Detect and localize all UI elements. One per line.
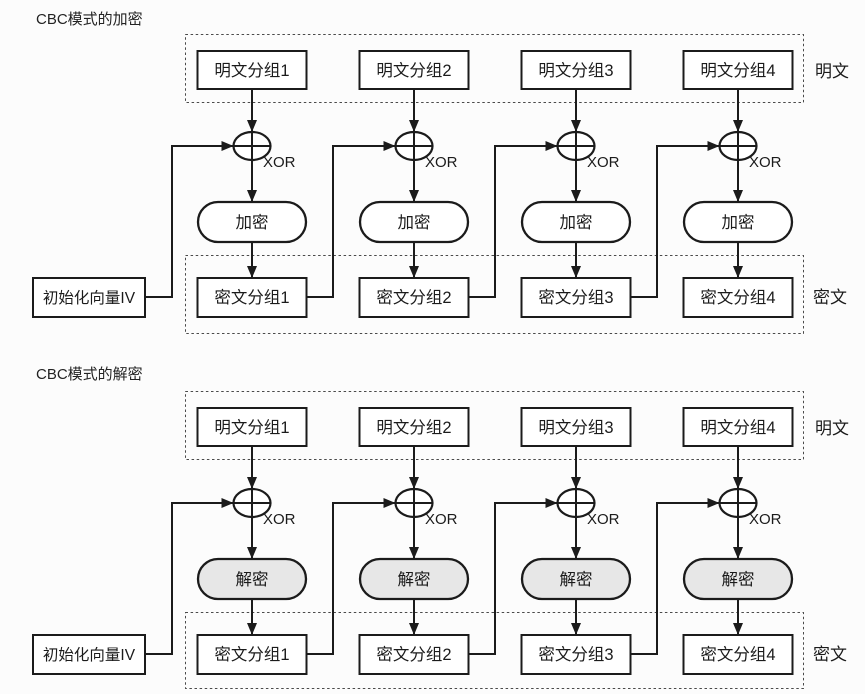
plaintext-block-box [682, 407, 794, 447]
ciphertext-block-box [520, 634, 632, 675]
xor-label: XOR [263, 511, 296, 528]
encrypt-operation-label: 加密 [722, 213, 755, 232]
ciphertext-block-label: 密文分组4 [700, 645, 775, 664]
chain-feedback-arrow [630, 498, 720, 655]
iv-feedback-arrow [145, 141, 234, 298]
decrypt-operation-label: 解密 [722, 570, 755, 589]
decrypt-operation-label: 解密 [236, 570, 269, 589]
iv-box [32, 634, 146, 675]
cbc-decryption-diagram: CBC模式的解密 明文 密文 初始化向量IV 明文分组1 XOR 解密 密文分组… [32, 366, 849, 689]
iv-label: 初始化向量IV [43, 289, 136, 307]
decryption-column-2: 明文分组2 XOR 解密 密文分组2 [358, 407, 558, 675]
cbc-encryption-diagram: CBC模式的加密 明文 密文 初始化向量IV 明文分组1 XOR 加密 密文分组… [32, 11, 849, 334]
ciphertext-block-box [520, 277, 632, 318]
xor-label: XOR [587, 511, 620, 528]
iv-label: 初始化向量IV [43, 646, 136, 664]
plaintext-block-box [682, 50, 794, 90]
encryption-title: CBC模式的加密 [36, 11, 143, 28]
ciphertext-group-label: 密文 [813, 288, 847, 307]
decryption-column-4: 明文分组4 XOR 解密 密文分组4 [682, 407, 794, 675]
ciphertext-block-box [358, 277, 470, 318]
ciphertext-block-label: 密文分组1 [214, 288, 289, 307]
xor-label: XOR [749, 154, 782, 171]
plaintext-block-label: 明文分组2 [376, 418, 451, 437]
plaintext-block-label: 明文分组3 [538, 61, 613, 80]
chain-feedback-arrow [630, 141, 720, 298]
chain-feedback-arrow [306, 498, 396, 655]
ciphertext-block-label: 密文分组1 [214, 645, 289, 664]
xor-label: XOR [263, 154, 296, 171]
xor-label: XOR [749, 511, 782, 528]
iv-box [32, 277, 146, 318]
encryption-column-1: 明文分组1 XOR 加密 密文分组1 [196, 50, 396, 318]
encrypt-operation-label: 加密 [236, 213, 269, 232]
decrypt-operation-label: 解密 [398, 570, 431, 589]
decryption-column-1: 明文分组1 XOR 解密 密文分组1 [196, 407, 396, 675]
plaintext-block-label: 明文分组4 [700, 61, 775, 80]
encrypt-operation-label: 加密 [560, 213, 593, 232]
plaintext-block-label: 明文分组1 [214, 418, 289, 437]
chain-feedback-arrow [468, 498, 558, 655]
encryption-column-4: 明文分组4 XOR 加密 密文分组4 [682, 50, 794, 318]
decrypt-operation-label: 解密 [560, 570, 593, 589]
chain-feedback-arrow [468, 141, 558, 298]
xor-label: XOR [425, 154, 458, 171]
xor-label: XOR [425, 511, 458, 528]
ciphertext-block-label: 密文分组2 [376, 645, 451, 664]
plaintext-block-label: 明文分组1 [214, 61, 289, 80]
ciphertext-group-border [185, 255, 804, 334]
ciphertext-block-box [196, 634, 308, 675]
iv-feedback-arrow [145, 498, 234, 655]
plaintext-block-box [196, 50, 308, 90]
decryption-title: CBC模式的解密 [36, 366, 143, 383]
ciphertext-block-box [682, 634, 794, 675]
plaintext-group-label: 明文 [815, 62, 849, 81]
plaintext-block-box [520, 50, 632, 90]
plaintext-block-box [358, 50, 470, 90]
encrypt-operation-label: 加密 [398, 213, 431, 232]
ciphertext-block-label: 密文分组3 [538, 288, 613, 307]
ciphertext-block-label: 密文分组2 [376, 288, 451, 307]
plaintext-group-border [185, 391, 804, 460]
plaintext-group-border [185, 34, 804, 103]
ciphertext-group-label: 密文 [813, 645, 847, 664]
xor-label: XOR [587, 154, 620, 171]
decryption-column-3: 明文分组3 XOR 解密 密文分组3 [520, 407, 720, 675]
ciphertext-block-label: 密文分组3 [538, 645, 613, 664]
ciphertext-block-label: 密文分组4 [700, 288, 775, 307]
plaintext-group-label: 明文 [815, 419, 849, 438]
plaintext-block-label: 明文分组3 [538, 418, 613, 437]
plaintext-block-label: 明文分组4 [700, 418, 775, 437]
encryption-column-2: 明文分组2 XOR 加密 密文分组2 [358, 50, 558, 318]
encryption-column-3: 明文分组3 XOR 加密 密文分组3 [520, 50, 720, 318]
ciphertext-block-box [682, 277, 794, 318]
chain-feedback-arrow [306, 141, 396, 298]
plaintext-block-label: 明文分组2 [376, 61, 451, 80]
